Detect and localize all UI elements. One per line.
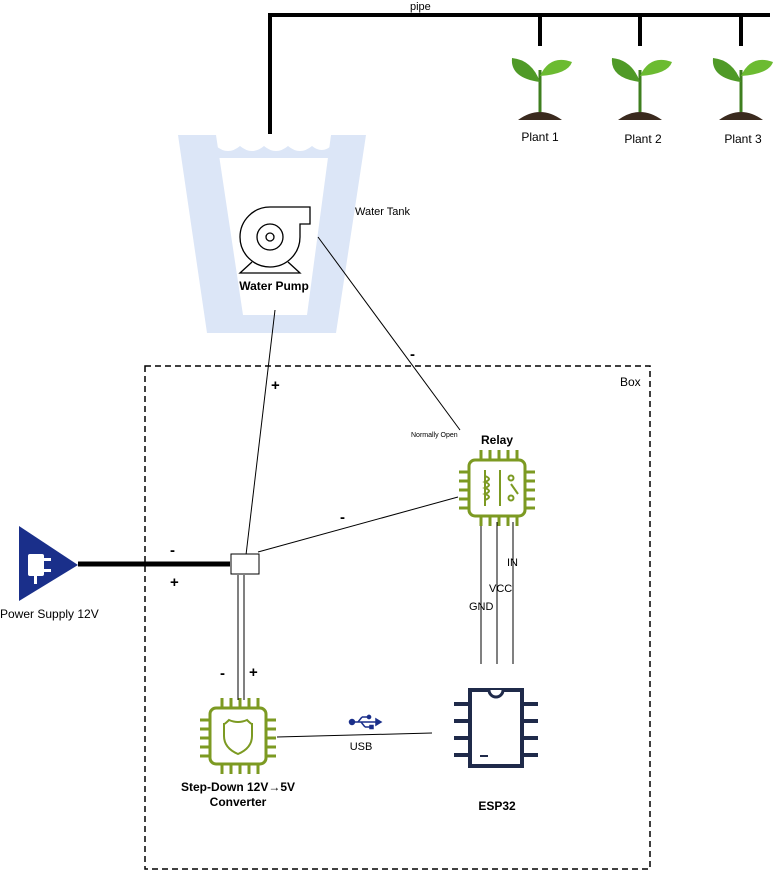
pipe	[268, 13, 770, 134]
box-label: Box	[620, 375, 641, 389]
pipe-label: pipe	[410, 1, 431, 13]
converter-plus-sign: +	[249, 664, 258, 681]
converter-minus-sign: -	[220, 665, 225, 682]
supply-plus-sign: +	[170, 574, 179, 591]
wire-junction	[230, 553, 260, 575]
in-label: IN	[507, 557, 518, 569]
converter-label-line2: Converter	[210, 795, 267, 809]
vcc-label: VCC	[489, 583, 512, 595]
plant-1: Plant 1	[511, 58, 572, 144]
power-plug-icon	[19, 526, 78, 601]
plant-2: Plant 2	[611, 58, 672, 146]
usb-label: USB	[350, 741, 373, 753]
sprout-icon	[712, 58, 773, 120]
gnd-label: GND	[469, 601, 494, 613]
pump-minus-sign: -	[410, 346, 415, 363]
relay-label: Relay	[481, 433, 513, 447]
water-tank-icon	[178, 135, 366, 333]
converter-chip-icon	[200, 698, 276, 774]
normally-open-label: Normally Open	[411, 432, 458, 439]
esp32-label: ESP32	[478, 799, 516, 813]
pump-plus-sign: +	[271, 377, 280, 394]
ic-chip-icon	[454, 688, 538, 768]
water-tank-label: Water Tank	[355, 206, 411, 218]
sprout-icon	[611, 58, 672, 120]
power-supply: Power Supply 12V	[0, 526, 99, 621]
plant-2-label: Plant 2	[624, 132, 662, 146]
plant-3: Plant 3	[712, 58, 773, 146]
supply-minus-sign: -	[170, 542, 175, 559]
pump-icon	[238, 206, 311, 274]
relay-minus-sign: -	[340, 509, 345, 526]
plant-1-label: Plant 1	[521, 130, 559, 144]
plant-3-label: Plant 3	[724, 132, 762, 146]
relay-chip-icon	[459, 450, 535, 526]
converter-label-line1: Step-Down 12V→5V	[181, 780, 295, 794]
sprout-icon	[511, 58, 572, 120]
box-outline	[144, 365, 651, 870]
power-supply-label: Power Supply 12V	[0, 607, 99, 621]
wires	[78, 236, 514, 738]
water-pump-label: Water Pump	[239, 279, 309, 293]
usb-icon	[348, 714, 383, 730]
